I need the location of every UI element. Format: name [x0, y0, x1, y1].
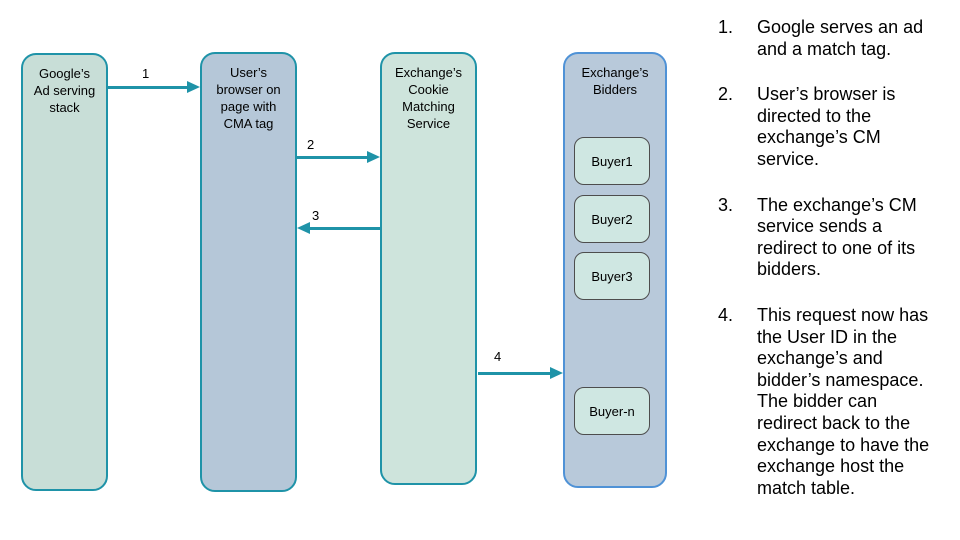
- node-user-browser-label: User’s browser on page with CMA tag: [216, 65, 281, 131]
- buyer-box-n: Buyer-n: [574, 387, 650, 435]
- node-exchange-bidders-label: Exchange’s Bidders: [581, 65, 649, 97]
- buyer-box-3: Buyer3: [574, 252, 650, 300]
- steps-list: 1. Google serves an ad and a match tag. …: [718, 17, 946, 523]
- step-item-3: 3. The exchange’s CM service sends a red…: [718, 195, 946, 281]
- arrow-4-line: [478, 371, 551, 375]
- node-user-browser: User’s browser on page with CMA tag: [200, 52, 297, 492]
- node-google-ad-stack: Google’s Ad serving stack: [21, 53, 108, 491]
- step-number: 4.: [718, 304, 734, 325]
- node-google-ad-stack-label: Google’s Ad serving stack: [33, 66, 96, 115]
- arrowhead-right-icon: [550, 367, 563, 379]
- step-text: User’s browser is directed to the exchan…: [757, 84, 896, 169]
- step-text: Google serves an ad and a match tag.: [757, 17, 924, 59]
- arrow-3: [297, 222, 380, 234]
- step-item-2: 2. User’s browser is directed to the exc…: [718, 84, 946, 170]
- step-item-4: 4. This request now has the User ID in t…: [718, 305, 946, 499]
- arrow-label-3: 3: [312, 208, 320, 223]
- step-number: 2.: [718, 84, 734, 105]
- arrowhead-right-icon: [367, 151, 380, 163]
- arrow-1: [106, 81, 200, 93]
- arrow-label-4: 4: [494, 349, 502, 364]
- arrow-label-2: 2: [307, 137, 315, 152]
- arrow-3-line: [309, 226, 380, 230]
- step-text: The exchange’s CM service sends a redire…: [757, 194, 917, 280]
- step-number: 3.: [718, 194, 734, 215]
- node-cookie-matching-service: Exchange’s Cookie Matching Service: [380, 52, 477, 485]
- step-number: 1.: [718, 17, 734, 37]
- arrowhead-left-icon: [297, 222, 310, 234]
- node-cookie-matching-service-label: Exchange’s Cookie Matching Service: [395, 65, 462, 131]
- arrow-label-1: 1: [142, 66, 150, 81]
- node-exchange-bidders: Exchange’s Bidders Buyer1 Buyer2 Buyer3 …: [563, 52, 667, 488]
- buyer-box-2: Buyer2: [574, 195, 650, 243]
- step-item-1: 1. Google serves an ad and a match tag.: [718, 17, 946, 60]
- step-text: This request now has the User ID in the …: [757, 304, 930, 498]
- arrow-4: [478, 367, 563, 379]
- arrowhead-right-icon: [187, 81, 200, 93]
- arrow-1-line: [106, 85, 188, 89]
- arrow-2: [297, 151, 380, 163]
- arrow-2-line: [297, 155, 368, 159]
- buyer-box-1: Buyer1: [574, 137, 650, 185]
